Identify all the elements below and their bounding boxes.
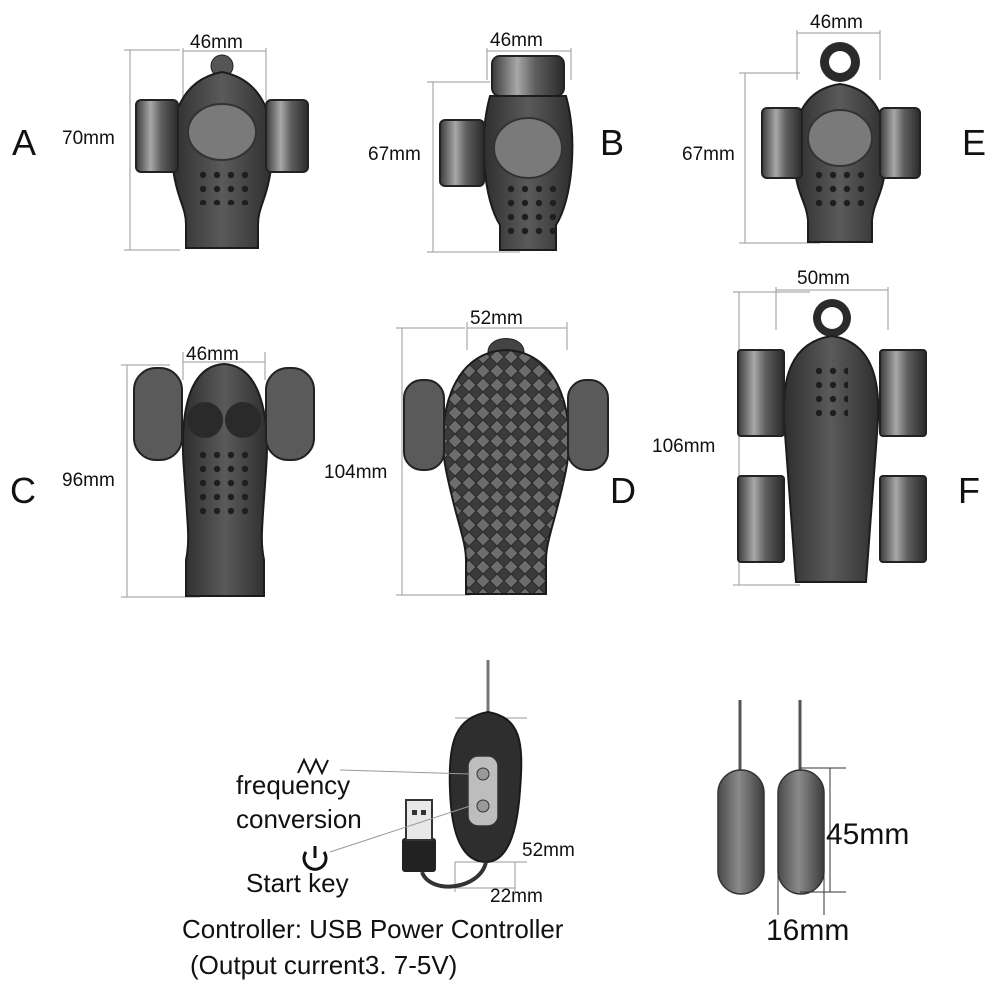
product-f-image (737, 299, 927, 583)
label-b: B (600, 122, 625, 163)
start-key-label: Start key (246, 868, 349, 898)
frequency-label: frequency (236, 770, 351, 800)
width-c: 46mm (186, 344, 239, 365)
label-e: E (962, 122, 987, 163)
controller-caption: Controller: USB Power Controller (182, 914, 564, 944)
width-f: 50mm (797, 268, 850, 289)
wave-icon (297, 757, 329, 776)
height-e: 67mm (682, 144, 735, 165)
bullet-height: 45mm (826, 818, 910, 851)
power-icon (302, 846, 328, 871)
width-e: 46mm (810, 12, 863, 33)
controller-height: 52mm (522, 840, 575, 861)
height-f: 106mm (652, 436, 716, 457)
label-d: D (610, 470, 636, 511)
width-b: 46mm (490, 30, 543, 51)
bullet-vibrators-image (717, 700, 846, 915)
button-panel (467, 755, 499, 827)
height-c: 96mm (62, 470, 115, 491)
controller-width: 22mm (490, 886, 543, 907)
conversion-label: conversion (236, 804, 362, 834)
width-a: 46mm (190, 32, 243, 53)
controller-output: (Output current3. 7-5V) (190, 950, 458, 980)
label-f: F (958, 470, 980, 511)
usb-controller-image (329, 660, 523, 889)
label-c: C (10, 470, 36, 511)
height-d: 104mm (324, 462, 388, 483)
bullet-width: 16mm (766, 914, 850, 947)
product-a-image (135, 54, 309, 249)
width-d: 52mm (470, 308, 523, 329)
dimension-lines (121, 30, 889, 892)
height-a: 70mm (62, 128, 115, 149)
product-d-image (403, 338, 609, 595)
usb-plug-body (402, 838, 436, 872)
label-a: A (12, 122, 37, 163)
product-b-image (439, 55, 574, 251)
height-b: 67mm (368, 144, 421, 165)
product-e-image (761, 42, 921, 243)
product-c-image (133, 362, 315, 597)
